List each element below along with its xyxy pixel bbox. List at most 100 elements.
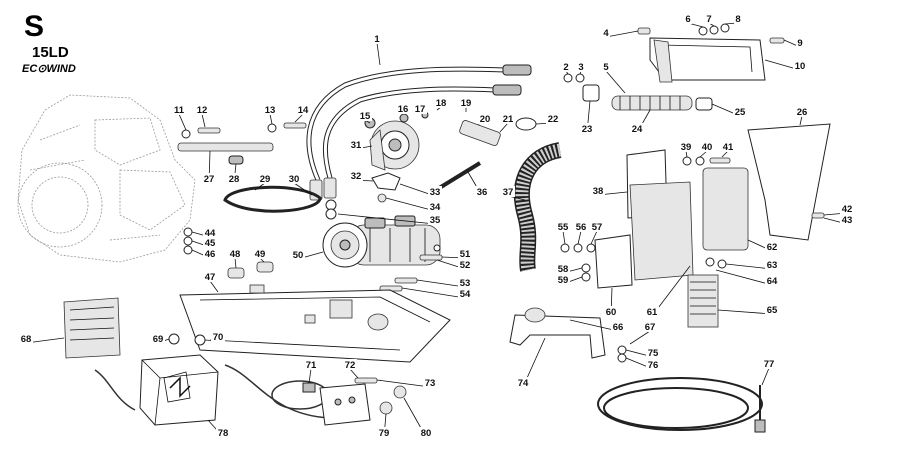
callout-number-9: 9 bbox=[797, 38, 802, 49]
ac-compressor bbox=[322, 215, 441, 268]
callout-leader-14 bbox=[294, 113, 304, 123]
callout-bg-46 bbox=[203, 248, 217, 259]
callout-number-29: 29 bbox=[260, 174, 271, 185]
callout-number-78: 78 bbox=[218, 428, 229, 439]
callout-number-56: 56 bbox=[576, 222, 587, 233]
callout-leader-11 bbox=[178, 113, 187, 131]
callout-number-33: 33 bbox=[430, 187, 441, 198]
callout-number-7: 7 bbox=[706, 14, 711, 25]
callout-number-31: 31 bbox=[351, 140, 362, 151]
callout-number-52: 52 bbox=[460, 260, 471, 271]
callout-bg-34 bbox=[428, 201, 442, 212]
callout-leader-29 bbox=[254, 182, 266, 191]
washer-58 bbox=[581, 263, 591, 273]
tension-bar bbox=[177, 142, 274, 152]
gasket-23 bbox=[582, 84, 600, 102]
callout-bg-53 bbox=[458, 277, 472, 288]
callout-bg-66 bbox=[611, 321, 625, 332]
callout-bg-47 bbox=[203, 271, 217, 282]
callout-number-6: 6 bbox=[685, 14, 690, 25]
callout-bg-23 bbox=[580, 123, 594, 134]
washer-2 bbox=[563, 73, 573, 83]
washer-39 bbox=[682, 156, 692, 166]
section-letter: S bbox=[24, 10, 44, 43]
callout-number-32: 32 bbox=[351, 171, 362, 182]
washer-40 bbox=[695, 156, 705, 166]
callout-bg-37 bbox=[501, 186, 515, 197]
fitting-32 bbox=[371, 172, 401, 191]
callout-leader-13 bbox=[269, 113, 273, 125]
callout-number-46: 46 bbox=[205, 249, 216, 260]
callout-number-70: 70 bbox=[213, 332, 224, 343]
callout-bg-75 bbox=[646, 347, 660, 358]
callout-bg-59 bbox=[556, 274, 570, 285]
callout-number-26: 26 bbox=[797, 107, 808, 118]
callout-number-61: 61 bbox=[647, 307, 658, 318]
washer-13 bbox=[267, 123, 277, 133]
callout-number-53: 53 bbox=[460, 278, 471, 289]
alternator bbox=[364, 111, 429, 171]
callout-leader-34 bbox=[385, 197, 436, 212]
callout-number-5: 5 bbox=[603, 62, 609, 73]
washer-11 bbox=[181, 129, 191, 139]
callout-number-74: 74 bbox=[518, 378, 529, 389]
callout-number-77: 77 bbox=[764, 359, 775, 370]
callout-bg-41 bbox=[721, 141, 735, 152]
callout-bg-65 bbox=[765, 304, 779, 315]
callout-number-45: 45 bbox=[205, 238, 216, 249]
washer-57 bbox=[586, 243, 596, 253]
callout-bg-54 bbox=[458, 288, 472, 299]
callout-leader-21 bbox=[499, 122, 509, 133]
nut-71 bbox=[302, 382, 316, 393]
washer-75 bbox=[617, 345, 627, 355]
callout-bg-38 bbox=[591, 185, 605, 196]
callout-number-48: 48 bbox=[230, 249, 241, 260]
callout-number-1: 1 bbox=[374, 34, 380, 45]
spacer-45 bbox=[183, 236, 193, 246]
callout-bg-6 bbox=[684, 13, 692, 24]
callout-bg-26 bbox=[795, 106, 809, 117]
screw-51 bbox=[419, 254, 443, 261]
callout-number-8: 8 bbox=[735, 14, 740, 25]
washer-8 bbox=[720, 23, 730, 33]
callout-bg-61 bbox=[645, 306, 659, 317]
callout-number-10: 10 bbox=[795, 61, 806, 72]
callout-leader-4 bbox=[605, 30, 639, 38]
callout-leader-47 bbox=[209, 280, 219, 293]
screw-12 bbox=[197, 127, 221, 134]
grommet-79 bbox=[379, 401, 393, 415]
callout-number-42: 42 bbox=[842, 204, 853, 215]
callout-bg-32 bbox=[349, 170, 363, 181]
cylinder-20 bbox=[459, 120, 501, 146]
callout-leader-57 bbox=[590, 230, 598, 245]
callout-number-49: 49 bbox=[255, 249, 266, 260]
washer-76 bbox=[617, 353, 627, 363]
callout-number-28: 28 bbox=[229, 174, 240, 185]
callout-leader-56 bbox=[577, 230, 582, 245]
washer-59 bbox=[581, 272, 591, 282]
washer-56 bbox=[573, 243, 583, 253]
screw-9 bbox=[769, 37, 785, 44]
callout-number-13: 13 bbox=[265, 105, 276, 116]
callout-bg-22 bbox=[546, 113, 560, 124]
callout-number-23: 23 bbox=[582, 124, 593, 135]
evaporator-panel bbox=[629, 181, 694, 281]
callout-number-24: 24 bbox=[632, 124, 643, 135]
callout-bg-69 bbox=[151, 333, 165, 344]
gasket-25 bbox=[695, 97, 713, 111]
callout-leader-48 bbox=[234, 257, 237, 269]
callout-bg-70 bbox=[211, 331, 225, 342]
callout-number-2: 2 bbox=[563, 62, 568, 73]
callout-number-68: 68 bbox=[21, 334, 32, 345]
wires-78 bbox=[94, 369, 136, 411]
callout-leader-55 bbox=[562, 230, 566, 245]
callout-bg-29 bbox=[258, 173, 272, 184]
bush-48 bbox=[227, 267, 245, 279]
callout-leader-65 bbox=[717, 309, 773, 315]
callout-bg-5 bbox=[602, 61, 610, 72]
callout-leader-64 bbox=[715, 269, 773, 286]
side-cover-26 bbox=[747, 123, 831, 241]
callout-bg-7 bbox=[705, 13, 713, 24]
filter-65 bbox=[687, 274, 719, 328]
